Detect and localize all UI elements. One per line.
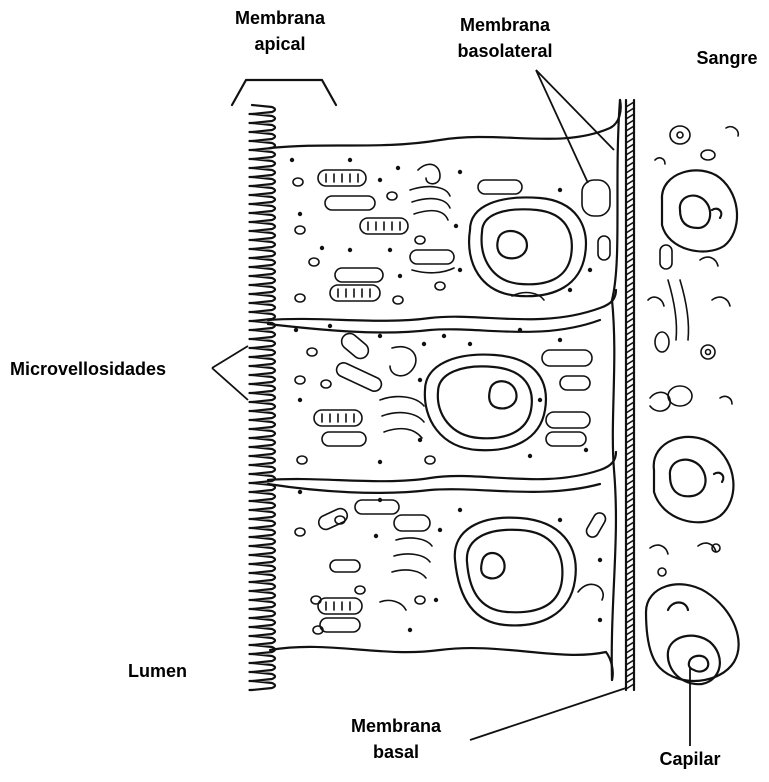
basal-membrane-label: Membrana basal [326,713,466,765]
cytoplasm-granules [290,158,602,632]
apical-membrane-label-line2: apical [210,31,350,57]
microvilli-label: Microvellosidades [10,356,212,382]
granule [320,246,324,250]
cell-boundary-2b [268,484,600,493]
granule [378,334,382,338]
basolateral-membrane-label-line2: basolateral [435,38,575,64]
granule [378,498,382,502]
cell-boundary-1 [268,290,616,321]
cell-basal-edge [612,100,620,680]
granule [468,342,472,346]
blood-cell-top [662,170,737,251]
granule [598,618,602,622]
microvilli-leader [212,346,248,400]
granule [568,288,572,292]
granule [348,248,352,252]
capillary-label: Capilar [640,746,740,772]
granule [434,598,438,602]
granule [378,460,382,464]
granule [558,338,562,342]
granule [388,248,392,252]
nucleus-bottom [455,518,576,626]
granule [408,628,412,632]
granule [458,170,462,174]
granule [398,274,402,278]
granule [378,178,382,182]
basolateral-leader [536,70,614,183]
nucleus-top [469,197,586,296]
basolateral-membrane-label: Membrana basolateral [435,12,575,64]
basal-membrane-label-line1: Membrana [326,713,466,739]
apical-membrane-label-line1: Membrana [210,5,350,31]
blood-cell-middle [654,437,734,522]
cell-boundary-2 [268,452,616,481]
cell-boundary-bottom [270,647,613,680]
granule [396,166,400,170]
nucleus-middle [425,355,546,451]
granule [328,324,332,328]
granule [458,268,462,272]
granule [298,398,302,402]
granule [348,158,352,162]
granule [290,158,294,162]
granule [538,398,542,402]
granule [294,328,298,332]
lumen-label: Lumen [128,658,208,684]
granule [528,454,532,458]
granule [588,268,592,272]
granule [584,448,588,452]
vesicles [293,178,445,634]
granule [298,490,302,494]
granule [298,212,302,216]
granule [422,342,426,346]
basal-leader [470,688,626,740]
granule [374,534,378,538]
organelles [314,164,610,632]
granule [418,378,422,382]
capillary-cell [646,584,739,684]
granule [558,188,562,192]
apical-bracket [232,80,336,105]
granule [442,334,446,338]
granule [418,438,422,442]
blood-label: Sangre [690,45,764,71]
basolateral-membrane-label-line1: Membrana [435,12,575,38]
apical-membrane-label: Membrana apical [210,5,350,57]
granule [454,224,458,228]
granule [558,518,562,522]
granule [518,328,522,332]
basal-membrane-label-line2: basal [326,739,466,765]
granule [598,558,602,562]
cell-boundary-1b [268,320,600,332]
granule [438,528,442,532]
microvilli-border [250,105,276,690]
granule [458,508,462,512]
basal-membrane-hatching [626,102,634,689]
